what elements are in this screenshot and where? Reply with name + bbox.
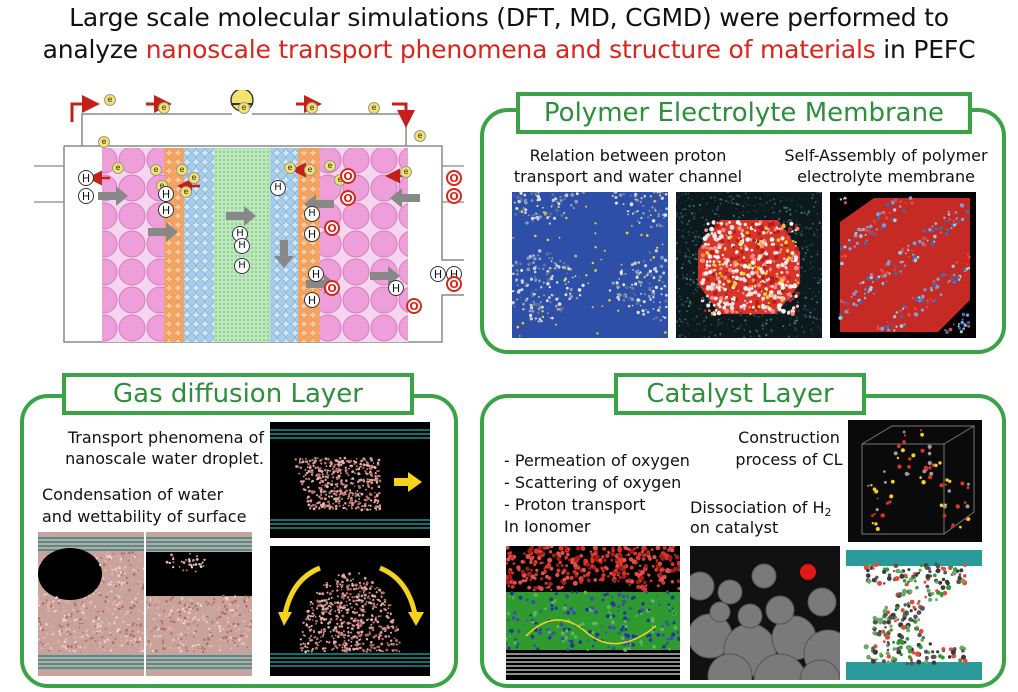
hydrogen-label: H <box>304 226 320 242</box>
page-title: Large scale molecular simulations (DFT, … <box>0 2 1018 66</box>
gdl-caption-left-2: and wettability of surface <box>42 507 247 526</box>
title-highlight: nanoscale transport phenomena and struct… <box>145 35 876 64</box>
arrow-right-icon <box>394 472 422 492</box>
gdl-simulation-condensation-b <box>146 532 252 676</box>
electron-label: e <box>104 94 116 106</box>
title-line-1: Large scale molecular simulations (DFT, … <box>69 3 949 32</box>
hydrogen-label: H <box>388 280 404 296</box>
electron-label: e <box>304 164 316 176</box>
electron-label: e <box>414 130 426 142</box>
title-suffix: in PEFC <box>875 35 976 64</box>
oxygen-label: O <box>406 298 422 314</box>
cl-bullet-2: - Scattering of oxygen <box>504 473 682 492</box>
pem-simulation-proton-cluster <box>676 192 822 338</box>
oxygen-label: O <box>340 190 356 206</box>
electron-label: e <box>400 166 412 178</box>
hydrogen-label: H <box>158 202 174 218</box>
electron-label: e <box>238 102 250 114</box>
electron-label: e <box>324 160 336 172</box>
oxygen-label: O <box>324 280 340 296</box>
cl-dissociation-subscript: 2 <box>824 506 832 519</box>
oxygen-label: O <box>324 220 340 236</box>
oxygen-label: O <box>446 276 462 292</box>
cl-simulation-dissociation <box>690 546 840 680</box>
gdl-simulation-droplet-rotate <box>270 546 430 676</box>
fuel-cell-schematic: eeeeeeeeeeeeeeeeeeHHHHHHHHHHHHHHHOOOOOOO… <box>34 88 464 352</box>
cl-simulation-ionomer <box>506 546 680 680</box>
electron-label: e <box>306 102 318 114</box>
hydrogen-label: H <box>430 266 446 282</box>
cl-bullet-1: - Permeation of oxygen <box>504 451 690 470</box>
cl-dissociation-1: Dissociation of H2 <box>690 498 832 523</box>
pem-title: Polymer Electrolyte Membrane <box>516 92 972 134</box>
cl-dissociation-2: on catalyst <box>690 518 779 537</box>
oxygen-label: O <box>340 168 356 184</box>
cl-construction-2: process of CL <box>735 450 843 469</box>
gdl-caption-left-1: Condensation of water <box>42 485 224 504</box>
hydrogen-label: H <box>308 266 324 282</box>
hydrogen-label: H <box>158 186 174 202</box>
title-prefix: analyze <box>42 35 146 64</box>
gdl-simulation-droplet-slide <box>270 422 430 538</box>
proton-label: H <box>270 180 286 196</box>
pem-caption-left-2: transport and water channel <box>513 167 743 186</box>
oxygen-label: O <box>446 170 462 186</box>
pem-simulation-water-channel <box>512 192 668 338</box>
proton-label: H <box>234 238 250 254</box>
proton-label: H <box>234 258 250 274</box>
gdl-simulation-condensation-a <box>38 532 144 676</box>
electron-label: e <box>112 162 124 174</box>
cl-dissociation-text: Dissociation of H <box>690 498 825 517</box>
electron-label: e <box>176 164 188 176</box>
pem-caption-right-2: electrolyte membrane <box>797 167 975 186</box>
electron-label: e <box>180 186 192 198</box>
hydrogen-label: H <box>78 170 94 186</box>
gdl-caption-right-1: Transport phenomena of <box>67 428 264 447</box>
title-line-2: analyze nanoscale transport phenomena an… <box>0 34 1018 66</box>
gdl-title: Gas diffusion Layer <box>62 373 414 415</box>
cl-title: Catalyst Layer <box>614 373 866 415</box>
gdl-caption-right-2: nanoscale water droplet. <box>65 449 264 468</box>
oxygen-label: O <box>446 188 462 204</box>
hydrogen-label: H <box>304 292 320 308</box>
electron-label: e <box>158 102 170 114</box>
electron-label: e <box>284 162 296 174</box>
pem-caption-right-1: Self-Assembly of polymer <box>784 146 988 165</box>
electron-label: e <box>98 136 110 148</box>
electron-label: e <box>150 164 162 176</box>
cl-simulation-construction <box>848 420 982 542</box>
cl-bullet-3: - Proton transport <box>504 495 646 514</box>
cl-simulation-structure <box>846 550 982 680</box>
pem-simulation-self-assembly <box>830 192 976 338</box>
hydrogen-label: H <box>78 188 94 204</box>
electron-label: e <box>188 172 200 184</box>
cl-bullet-4: In Ionomer <box>504 517 591 536</box>
cl-construction-1: Construction <box>738 428 840 447</box>
electron-label: e <box>368 102 380 114</box>
proton-label: H <box>304 206 320 222</box>
pem-caption-left-1: Relation between proton <box>529 146 727 165</box>
